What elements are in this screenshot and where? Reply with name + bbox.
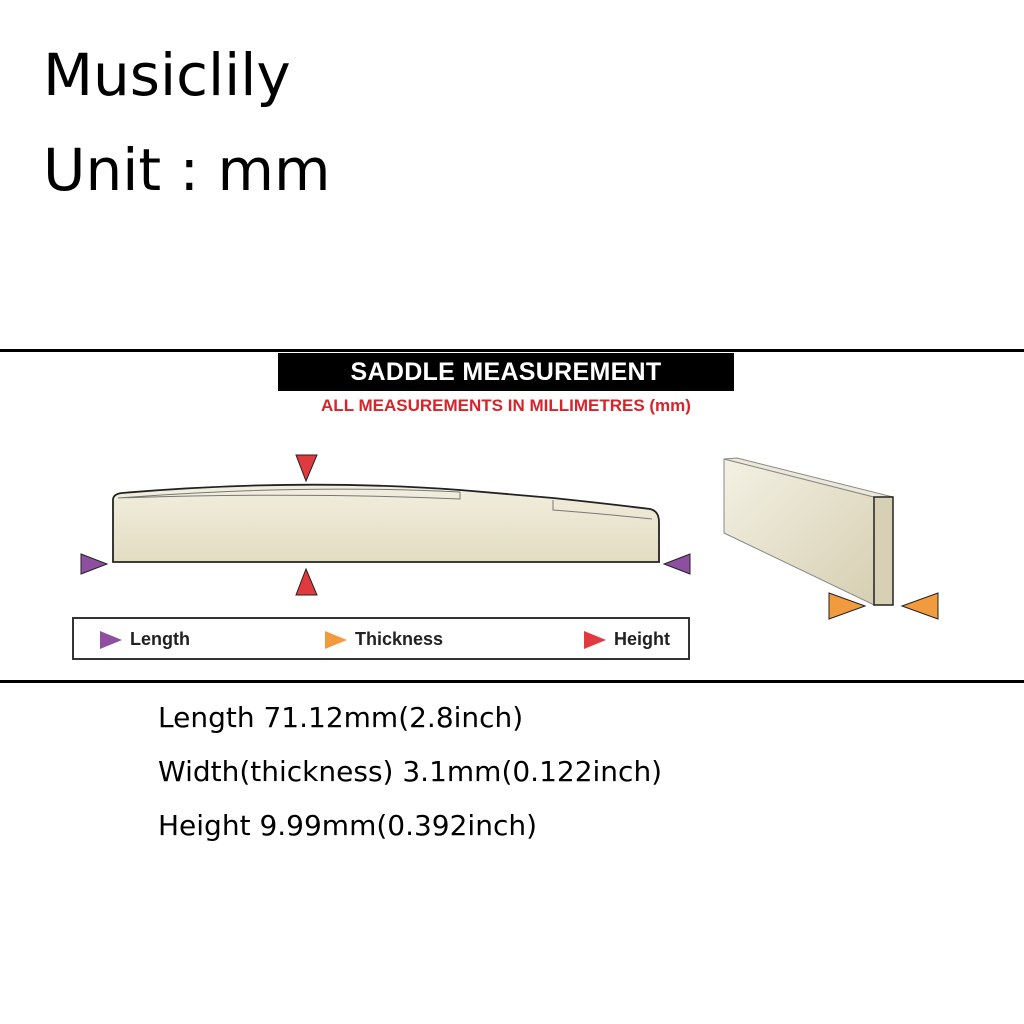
legend-box: Length Thickness Height [72, 617, 690, 660]
brand-title: Musiclily [43, 41, 291, 109]
saddle-front-view [112, 483, 660, 563]
legend-height-label: Height [614, 629, 670, 649]
legend-length: Length [100, 629, 190, 650]
legend-length-label: Length [130, 629, 190, 649]
legend-thickness-label: Thickness [355, 629, 444, 649]
thickness-arrow-left-icon [828, 592, 867, 620]
thickness-legend-icon [325, 630, 347, 649]
length-arrow-left-icon [80, 553, 109, 575]
saddle-end-face [873, 496, 894, 606]
thickness-arrow-right-icon [900, 592, 939, 620]
diagram-subtitle: ALL MEASUREMENTS IN MILLIMETRES (mm) [321, 396, 691, 415]
bottom-divider [0, 680, 1024, 683]
length-arrow-right-icon [662, 553, 691, 575]
saddle-side-view [723, 458, 875, 606]
spec-width: Width(thickness) 3.1mm(0.122inch) [158, 755, 663, 788]
legend-thickness: Thickness [325, 629, 443, 650]
saddle-compensation-line-right [552, 500, 653, 520]
length-legend-icon [100, 630, 122, 649]
height-arrow-top-icon [295, 454, 318, 483]
height-arrow-bottom-icon [295, 567, 318, 596]
banner-title: SADDLE MEASUREMENT [350, 357, 662, 386]
diagram-banner: SADDLE MEASUREMENT [278, 353, 734, 391]
spec-length: Length 71.12mm(2.8inch) [158, 701, 524, 734]
unit-label: Unit : mm [43, 136, 331, 204]
top-divider [0, 349, 1024, 352]
spec-height: Height 9.99mm(0.392inch) [158, 809, 538, 842]
legend-height: Height [584, 629, 670, 650]
saddle-compensation-line-left [117, 488, 461, 500]
height-legend-icon [584, 630, 606, 649]
